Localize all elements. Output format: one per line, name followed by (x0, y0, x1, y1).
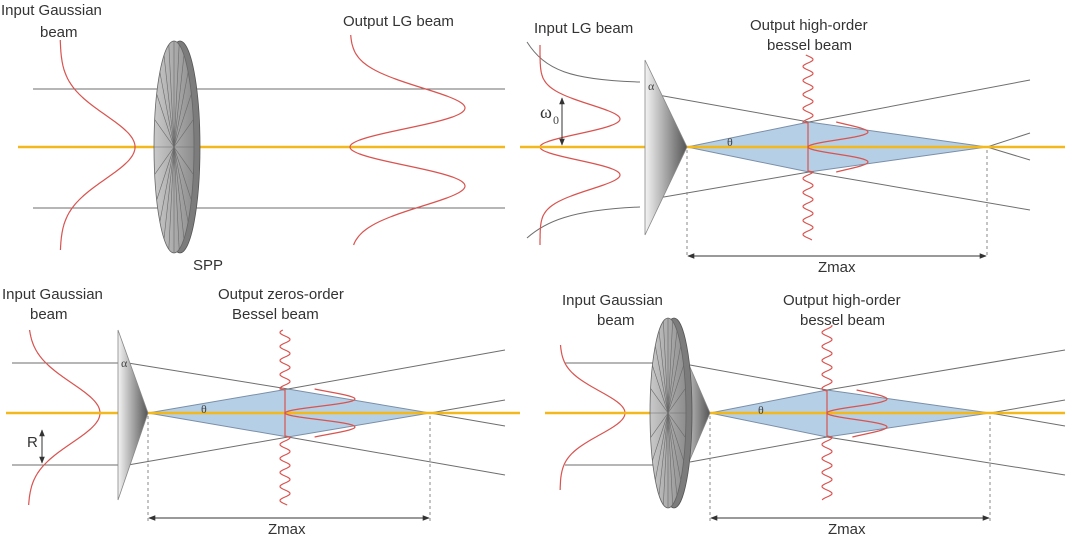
radius-label: R (27, 434, 38, 451)
theta-label: θ (727, 135, 733, 149)
gaussian-profile (559, 344, 626, 491)
panel-spp: Input Gaussian beam Output LG beam SPP (1, 2, 505, 274)
lg-profile (349, 34, 466, 246)
rays (657, 79, 1031, 211)
input-label: Input Gaussian (1, 2, 102, 19)
input-label: beam (30, 306, 68, 323)
alpha-label: α (648, 79, 655, 93)
beam-envelope-top (526, 41, 641, 83)
bessel-profile (279, 329, 291, 506)
output-label: bessel beam (800, 312, 885, 329)
bessel-core-profile (284, 388, 356, 438)
spp-plate-icon (649, 317, 693, 509)
theta-label: θ (758, 403, 764, 417)
spp-label: SPP (193, 257, 223, 274)
zmax-label: Zmax (268, 521, 306, 536)
rays (127, 349, 506, 476)
output-label: bessel beam (767, 37, 852, 54)
spp-plate-icon (153, 40, 201, 254)
output-label: Output high-order (750, 17, 868, 34)
input-label: Input Gaussian (2, 286, 103, 303)
output-label: Output zeros-order (218, 286, 344, 303)
waist-subscript: 0 (553, 113, 559, 127)
gaussian-profile (59, 40, 136, 251)
input-label: beam (597, 312, 635, 329)
axicon-icon (117, 329, 149, 501)
output-label: Output high-order (783, 292, 901, 309)
output-label: Bessel beam (232, 306, 319, 323)
panel-lg-axicon: Input LG beam Output high-order bessel b… (520, 17, 1065, 276)
axicon-icon (644, 59, 688, 236)
zmax-label: Zmax (828, 521, 866, 536)
alpha-label: α (121, 356, 128, 370)
bessel-core-profile (826, 389, 888, 438)
output-label: Output LG beam (343, 13, 454, 30)
gaussian-profile (28, 329, 101, 505)
rays (689, 349, 1066, 476)
input-label: Input Gaussian (562, 292, 663, 309)
input-label: beam (40, 24, 78, 41)
beam-envelope-bottom (526, 206, 641, 239)
bessel-core-profile (807, 121, 869, 173)
waist-label: ω (540, 102, 552, 122)
panel-spp-axicon: Input Gaussian beam Output high-order be… (545, 292, 1066, 536)
panel-gauss-axicon: Input Gaussian beam Output zeros-order B… (2, 286, 520, 536)
lg-profile (539, 45, 621, 245)
input-label: Input LG beam (534, 20, 633, 37)
theta-label: θ (201, 402, 207, 416)
zmax-label: Zmax (818, 259, 856, 276)
